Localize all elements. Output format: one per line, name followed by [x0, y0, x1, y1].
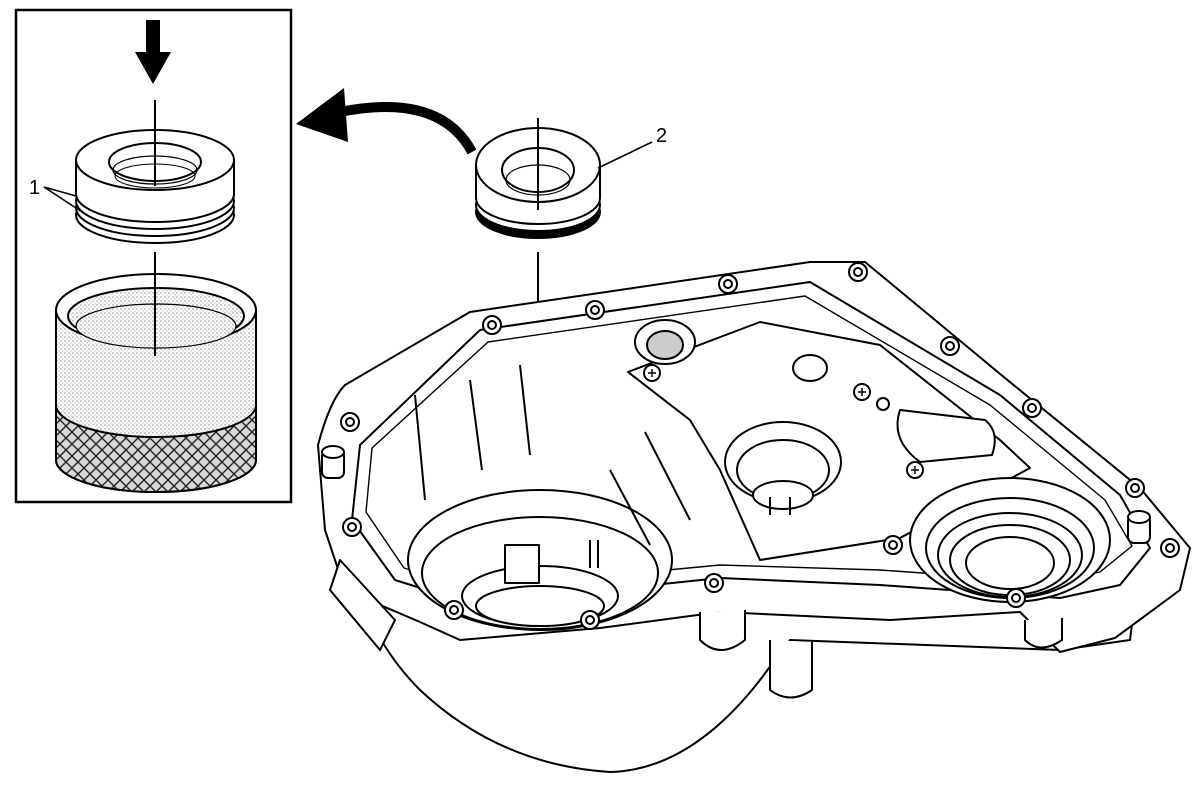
callout-label-1: 1: [29, 177, 41, 199]
transfer-case-housing: [317, 261, 1191, 773]
flange-bolt-holes: [340, 262, 1180, 630]
plate-screws: [643, 364, 924, 479]
curved-arrow-icon: [296, 88, 477, 155]
inset-panel: [14, 8, 293, 504]
callout-1-leader: [43, 186, 83, 213]
seal-2-leader: [597, 141, 653, 169]
down-arrow-icon: [135, 20, 171, 84]
callout-label-2: 2: [656, 125, 668, 147]
seal-installer-tool: [55, 273, 257, 493]
